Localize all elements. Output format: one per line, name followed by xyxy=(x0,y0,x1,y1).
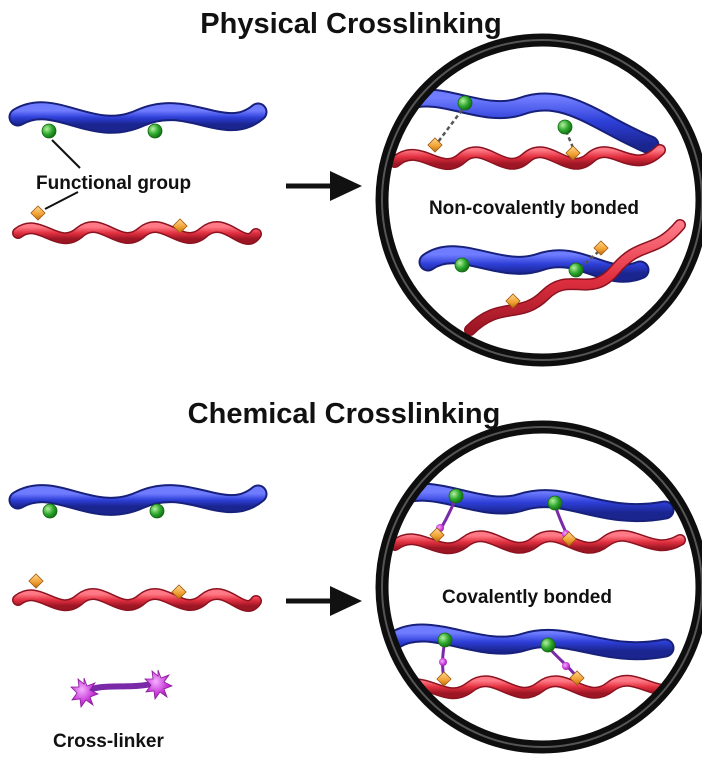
crosslinker-star-icon xyxy=(144,669,173,701)
green-functional-group xyxy=(41,123,57,139)
crosslinker-star-icon xyxy=(439,658,447,666)
crosslinker-star-icon xyxy=(70,677,99,709)
green-functional-group xyxy=(149,503,165,519)
covalent-bond-label: Covalently bonded xyxy=(442,587,612,608)
orange-functional-group xyxy=(561,531,577,547)
red-polymer-chain xyxy=(12,588,262,612)
orange-functional-group xyxy=(28,573,44,589)
noncovalent-bond-label: Non-covalently bonded xyxy=(429,198,639,219)
orange-functional-group xyxy=(569,670,585,686)
orange-functional-group xyxy=(427,137,443,153)
orange-functional-group xyxy=(30,205,46,221)
crosslinker-label: Cross-linker xyxy=(53,731,164,752)
orange-functional-group xyxy=(505,293,521,309)
green-functional-group xyxy=(557,119,573,135)
green-functional-group xyxy=(147,123,163,139)
functional-group-label: Functional group xyxy=(36,173,191,194)
chemical-crosslinking-title: Chemical Crosslinking xyxy=(188,398,501,430)
orange-functional-group xyxy=(565,145,581,161)
blue-polymer-chain xyxy=(8,484,268,516)
orange-functional-group xyxy=(172,218,188,234)
crosslinker-molecule xyxy=(70,669,173,709)
zoom-circle-covalent xyxy=(375,420,702,754)
crosslinker-star-icon xyxy=(562,662,570,670)
green-functional-group xyxy=(547,495,563,511)
reaction-arrow xyxy=(286,171,362,201)
orange-functional-group xyxy=(171,584,187,600)
orange-functional-group xyxy=(429,527,445,543)
green-functional-group xyxy=(42,503,58,519)
pointer-line xyxy=(44,191,79,210)
physical-crosslinking-title: Physical Crosslinking xyxy=(200,8,501,40)
reaction-arrow xyxy=(286,586,362,616)
zoom-circle-noncovalent xyxy=(375,33,702,367)
green-functional-group xyxy=(448,488,464,504)
green-functional-group xyxy=(568,262,584,278)
orange-functional-group xyxy=(593,240,609,256)
green-functional-group xyxy=(437,632,453,648)
red-polymer-chain xyxy=(12,221,262,245)
pointer-line xyxy=(51,139,81,169)
blue-polymer-chain xyxy=(8,101,268,134)
orange-functional-group xyxy=(436,671,452,687)
green-functional-group xyxy=(540,637,556,653)
green-functional-group xyxy=(454,257,470,273)
green-functional-group xyxy=(457,95,473,111)
